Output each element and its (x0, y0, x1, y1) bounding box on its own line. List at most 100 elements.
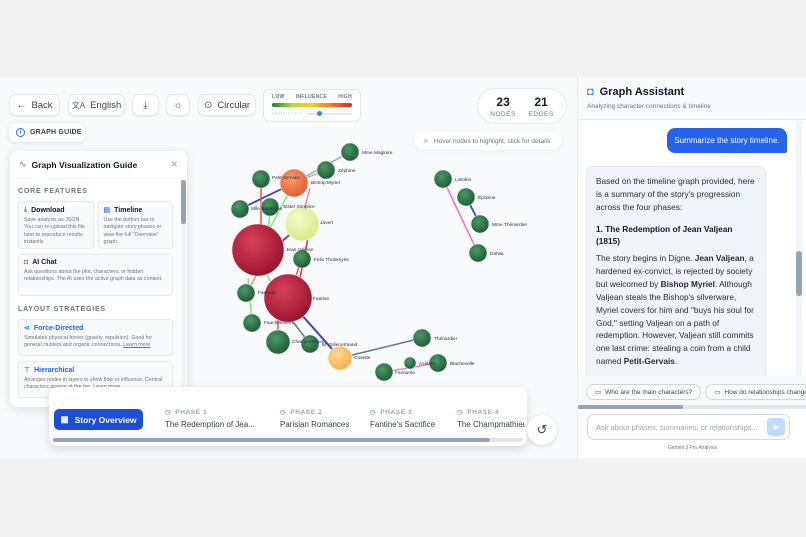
node-label: Jean Valjean (286, 247, 314, 253)
download-icon: ⤓ (143, 99, 148, 111)
edges-stat: 21 EDGES (528, 94, 554, 118)
cursor-icon: ➤ (423, 138, 429, 145)
sensitivity-slider[interactable] (306, 110, 352, 116)
graph-node[interactable] (230, 199, 250, 219)
node-label: Blachevelle (450, 361, 475, 367)
layout-strategies-heading: LAYOUT STRATEGIES (18, 306, 106, 313)
assistant-message: Based on the timeline graph provided, he… (586, 166, 766, 376)
graph-guide-button[interactable]: i GRAPH GUIDE (9, 123, 85, 142)
message-icon: ▭ (714, 389, 721, 396)
chat-messages[interactable]: Summarize the story timeline. Based on t… (578, 121, 797, 376)
assistant-title: Graph Assistant (599, 86, 685, 98)
node-label: Mme Magloire (362, 150, 393, 156)
graph-node[interactable] (284, 206, 320, 242)
learn-more-link[interactable]: Learn more (123, 342, 151, 349)
chat-input[interactable] (596, 422, 767, 432)
graph-node[interactable] (428, 353, 448, 373)
node-label: Fauchelevent (264, 320, 293, 326)
send-button[interactable]: ➤ (767, 418, 785, 436)
graph-node[interactable] (231, 223, 285, 277)
influence-gradient-bar (272, 103, 352, 107)
node-label: Petit-Gervais (272, 175, 300, 181)
graph-node[interactable] (292, 249, 312, 269)
graph-node[interactable] (316, 160, 336, 180)
legend-high-label: HIGH (338, 94, 352, 100)
graph-node[interactable] (279, 168, 309, 198)
graph-node[interactable] (340, 142, 360, 162)
graph-node[interactable] (265, 329, 291, 355)
story-overview-button[interactable]: ▦ Story Overview (54, 409, 143, 430)
chat-input-box: ➤ (587, 414, 790, 440)
guide-scrollbar[interactable] (181, 180, 186, 407)
language-button[interactable]: 文A English (68, 94, 125, 116)
graph-node[interactable] (242, 313, 262, 333)
download-icon: ⤓ (24, 206, 28, 213)
node-label: Mme Thénardier (492, 222, 528, 228)
graph-edge (442, 178, 479, 254)
graph-node[interactable] (468, 243, 488, 263)
phase-2-tab[interactable]: ◷PHASE 2 Parisian Romances (280, 408, 350, 430)
guide-body[interactable]: CORE FEATURES ⤓Download Save analysis as… (10, 180, 181, 407)
close-icon[interactable]: ✕ (170, 159, 178, 169)
chips-scrollbar[interactable] (578, 405, 806, 409)
slider-thumb[interactable] (316, 110, 322, 116)
timeline-scrollbar[interactable] (53, 438, 523, 442)
node-label: Fantine (313, 296, 329, 302)
phase-3-tab[interactable]: ◷PHASE 3 Fantine's Sacrifice (370, 408, 436, 430)
node-label: Felix Tholomyès (314, 257, 349, 263)
node-label: M. Gillenormand (322, 342, 358, 348)
graph-node[interactable] (300, 334, 320, 354)
graph-node[interactable] (374, 362, 394, 382)
info-icon: i (16, 128, 25, 137)
sun-icon: ☼ (173, 99, 183, 111)
timeline-feature-card: ▤Timeline Use the bottom bar to navigate… (97, 201, 173, 249)
graph-node[interactable] (327, 345, 353, 371)
influence-legend: LOW INFLUENCE HIGH SENSITIVITY (263, 89, 361, 122)
node-label: Cosette (354, 355, 371, 361)
graph-node[interactable] (433, 169, 453, 189)
graph-node[interactable] (403, 356, 417, 370)
graph-node[interactable] (236, 283, 256, 303)
graph-node[interactable] (263, 273, 313, 323)
node-label: Thénardier (434, 336, 458, 342)
translate-icon: 文A (71, 100, 86, 110)
node-label: Azelma (419, 361, 435, 367)
node-label: Zéphine (338, 168, 356, 174)
node-label: Fameuil (258, 290, 275, 296)
bot-icon: ◘ (24, 259, 29, 266)
clock-icon: ◷ (280, 409, 287, 416)
graph-node[interactable] (456, 187, 476, 207)
activity-icon: ∿ (19, 159, 27, 169)
force-directed-card[interactable]: ⋖Force-Directed Simulates physical force… (18, 319, 173, 356)
legend-low-label: LOW (272, 94, 285, 100)
node-label: Sister Simplice (283, 204, 315, 210)
graph-node[interactable] (251, 169, 271, 189)
suggestion-chip[interactable]: ▭Who are the main characters? (586, 384, 702, 400)
clock-icon: ◷ (370, 409, 377, 416)
node-label: Bishop Myriel (311, 180, 340, 186)
phase-1-tab[interactable]: ◷PHASE 1 The Redemption of Jea... (165, 408, 255, 430)
suggestion-chip[interactable]: ▭How do relationships change? (705, 384, 806, 400)
graph-stats: 23 NODES 21 EDGES (477, 88, 567, 124)
chat-scrollbar[interactable] (796, 121, 802, 376)
suggestion-chips: ▭Who are the main characters? ▭How do re… (578, 376, 806, 406)
theme-toggle-button[interactable]: ☼ (166, 94, 190, 116)
graph-assistant-panel: ◘ Graph Assistant Analyzing character co… (577, 78, 806, 458)
phase-4-tab[interactable]: ◷PHASE 4 The Champmathieu (457, 408, 525, 430)
message-icon: ▭ (595, 389, 602, 396)
graph-node[interactable] (412, 328, 432, 348)
user-message: Summarize the story timeline. (667, 128, 787, 153)
graph-node[interactable] (260, 197, 280, 217)
sensitivity-control: SENSITIVITY (272, 110, 352, 116)
model-footer: Gemini 3 Pro Analysis (668, 445, 717, 451)
reset-view-button[interactable]: ↺ (527, 415, 557, 445)
download-button[interactable]: ⤓ (132, 94, 159, 116)
graph-node[interactable] (470, 214, 490, 234)
rotate-ccw-icon: ↺ (536, 422, 548, 437)
node-label: Mlle Baptistine (251, 206, 283, 212)
layout-select-button[interactable]: ⊙ Circular (198, 94, 256, 116)
back-button[interactable]: ← Back (9, 94, 60, 116)
